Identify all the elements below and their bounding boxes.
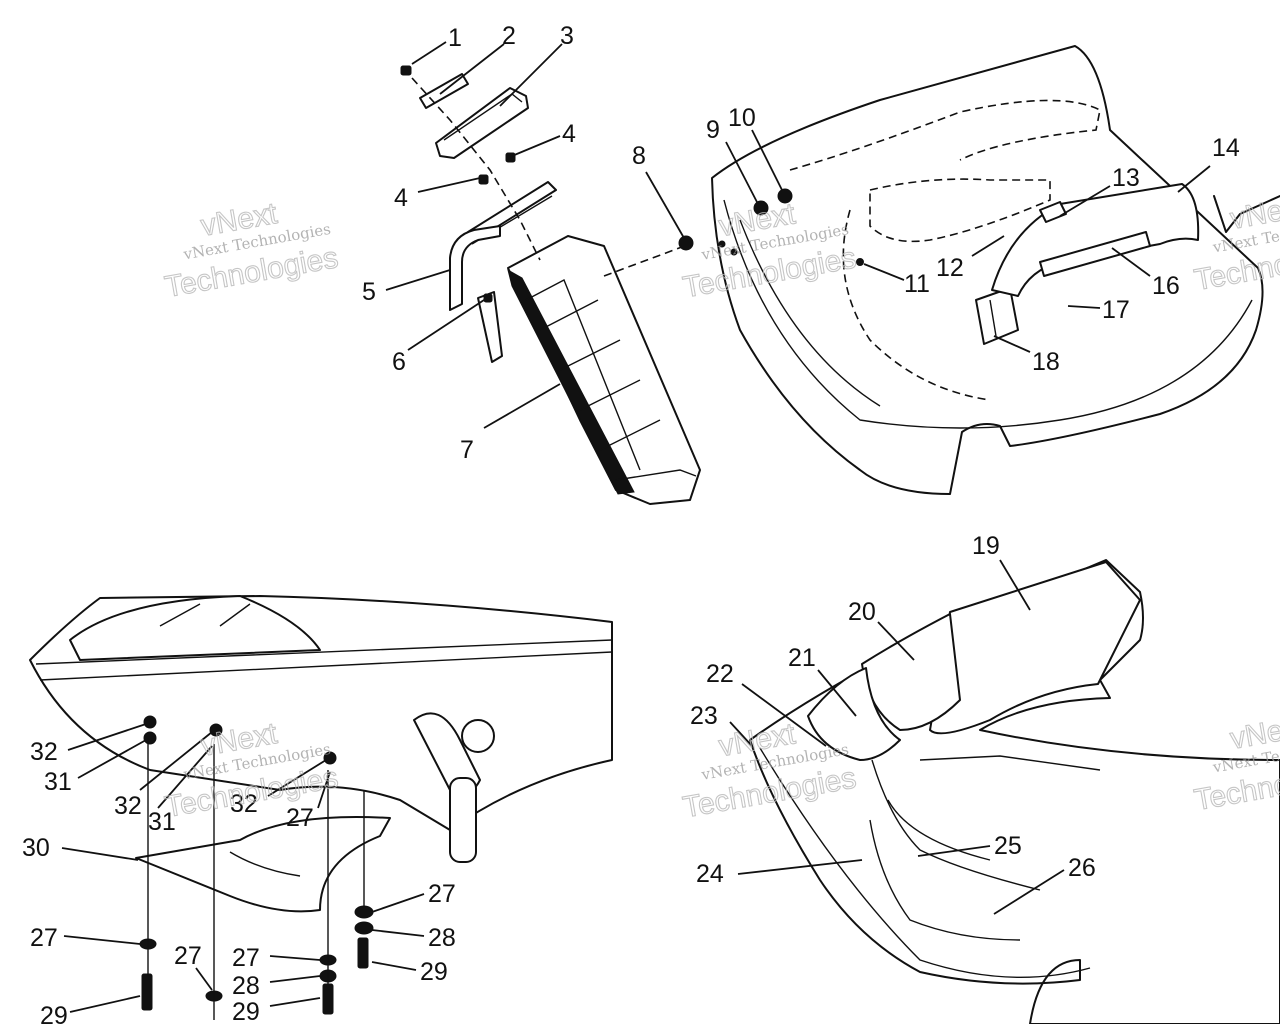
callout-4b: 4 — [394, 184, 408, 212]
part-29-bolt-c — [357, 937, 369, 969]
part-16-label — [1039, 231, 1151, 277]
callout-29c: 29 — [420, 958, 448, 986]
callout-26: 26 — [1068, 854, 1096, 882]
callout-14: 14 — [1212, 134, 1240, 162]
callout-2: 2 — [502, 22, 516, 50]
callout-32a: 32 — [30, 738, 58, 766]
callout-8: 8 — [632, 142, 646, 170]
part-27-washer-d — [354, 905, 374, 919]
callout-10: 10 — [728, 104, 756, 132]
callout-1: 1 — [448, 24, 462, 52]
callout-3: 3 — [560, 22, 574, 50]
callout-18: 18 — [1032, 348, 1060, 376]
callout-32c: 32 — [230, 790, 258, 818]
part-32-bolt-c — [323, 751, 337, 765]
part-9-washer — [753, 200, 769, 216]
callout-29a: 29 — [40, 1002, 68, 1024]
callout-5: 5 — [362, 278, 376, 306]
vent-assembly — [400, 65, 701, 505]
callout-24: 24 — [696, 860, 724, 888]
callout-12: 12 — [936, 254, 964, 282]
part-8-nut — [678, 235, 694, 251]
callout-25: 25 — [994, 832, 1022, 860]
part-29-bolt-a — [141, 973, 153, 1011]
callout-21: 21 — [788, 644, 816, 672]
part-32-bolt-b — [209, 723, 223, 737]
part-31-washer-a — [143, 731, 157, 745]
callout-11: 11 — [904, 270, 930, 298]
watermark-1: vNext Technologies vNext Technologies — [162, 196, 341, 304]
part-10-nut — [777, 188, 793, 204]
watermark-2: vNext Technologies vNext Technologies — [680, 197, 859, 305]
callout-16: 16 — [1152, 272, 1180, 300]
callout-23: 23 — [690, 702, 718, 730]
callout-7: 7 — [460, 436, 474, 464]
hood-shell — [711, 45, 1264, 495]
callout-6: 6 — [392, 348, 406, 376]
part-19-panel — [929, 561, 1141, 735]
callout-17: 17 — [1102, 296, 1130, 324]
callout-28a: 28 — [232, 972, 260, 1000]
callout-27e: 27 — [428, 880, 456, 908]
part-32-bolt-a — [143, 715, 157, 729]
callout-4a: 4 — [562, 120, 576, 148]
part-30-skidplate — [135, 815, 391, 913]
hull-assembly — [29, 595, 613, 1020]
callout-27c: 27 — [174, 942, 202, 970]
callout-20: 20 — [848, 598, 876, 626]
callout-22: 22 — [706, 660, 734, 688]
callout-labels: 1 2 3 4 4 5 6 7 8 9 10 11 12 13 14 16 17… — [22, 22, 1240, 1024]
callout-13: 13 — [1112, 164, 1140, 192]
part-4-screw-a — [478, 174, 489, 185]
part-11-pin — [856, 258, 864, 266]
part-7-grille — [507, 235, 701, 505]
callout-30: 30 — [22, 834, 50, 862]
part-13-tab — [1039, 201, 1067, 223]
hood-assembly — [678, 45, 1280, 495]
callout-29b: 29 — [232, 998, 260, 1024]
callout-28b: 28 — [428, 924, 456, 952]
part-28-nut-b — [354, 921, 374, 935]
part-3-cap — [435, 87, 529, 159]
callout-31a: 31 — [44, 768, 72, 796]
part-1-screw — [400, 65, 412, 76]
callout-27a: 27 — [286, 804, 314, 832]
callout-32b: 32 — [114, 792, 142, 820]
leader-lines — [61, 41, 1211, 1013]
part-29-bolt-b — [322, 983, 334, 1015]
callout-9: 9 — [706, 116, 720, 144]
callout-19: 19 — [972, 532, 1000, 560]
callout-27d: 27 — [232, 944, 260, 972]
callout-31b: 31 — [148, 808, 176, 836]
part-5-bracket — [449, 225, 501, 311]
callout-27b: 27 — [30, 924, 58, 952]
